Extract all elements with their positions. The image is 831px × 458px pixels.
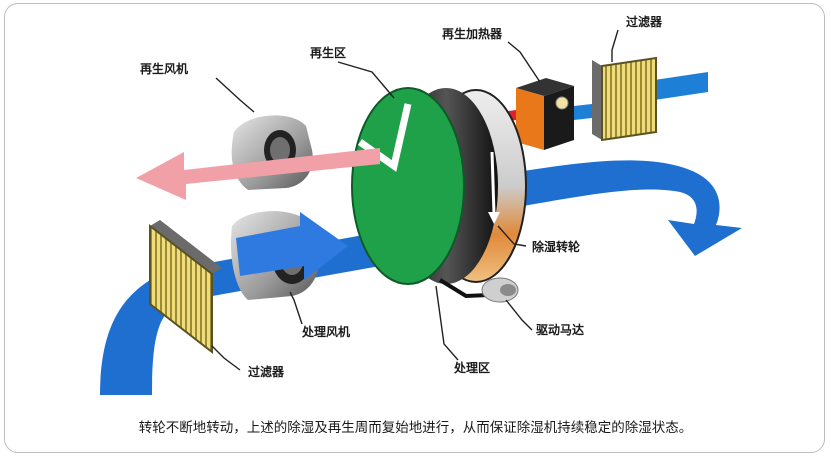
label-process-zone: 处理区: [453, 360, 490, 375]
process-air-arrow: [236, 212, 348, 280]
label-filter-top: 过滤器: [626, 14, 663, 29]
leader-lines: [211, 29, 619, 371]
label-process-fan: 处理风机: [301, 324, 350, 339]
label-rotor: 除湿转轮: [532, 239, 581, 254]
process-outlet-arrow: [490, 160, 742, 256]
label-regen-heater: 再生加热器: [442, 26, 503, 41]
label-filter-bottom: 过滤器: [248, 364, 285, 379]
exhaust-air-arrow: [136, 148, 380, 200]
heater-icon: [516, 78, 574, 150]
label-regen-zone: 再生区: [310, 45, 346, 60]
caption: 转轮不断地转动，上述的除湿及再生周而复始地进行，从而保证除湿机持续稳定的除湿状态…: [138, 420, 693, 436]
regen-air-link: [574, 104, 592, 120]
filter-icon: [592, 56, 657, 142]
fan-icon: [231, 115, 313, 190]
label-regen-fan: 再生风机: [140, 61, 188, 76]
diagram-frame: [4, 3, 825, 453]
motor-icon: [438, 277, 519, 303]
label-drive-motor: 驱动马达: [536, 322, 584, 337]
rotor-icon: [351, 87, 527, 285]
filter-icon: [149, 220, 222, 355]
